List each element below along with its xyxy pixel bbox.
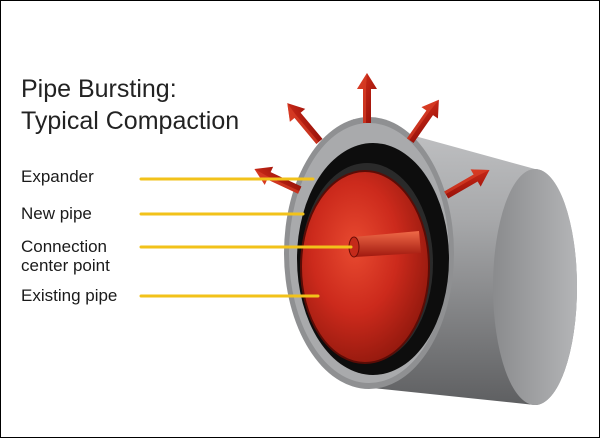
label-expander: Expander (21, 167, 94, 186)
expansion-arrow (402, 93, 448, 147)
label-connection-line-1: Connection (21, 237, 108, 256)
connection-rod (353, 231, 421, 257)
title-line-2: Typical Compaction (21, 107, 240, 135)
label-connection-line-2: center point (21, 256, 110, 275)
label-existing-pipe: Existing pipe (21, 286, 118, 305)
expansion-arrow (279, 96, 328, 148)
new-pipe-face (301, 171, 429, 363)
label-new-pipe: New pipe (21, 204, 92, 223)
expander-far-end (493, 169, 577, 405)
expansion-arrow (357, 73, 377, 123)
title-line-1: Pipe Bursting: (21, 75, 177, 103)
